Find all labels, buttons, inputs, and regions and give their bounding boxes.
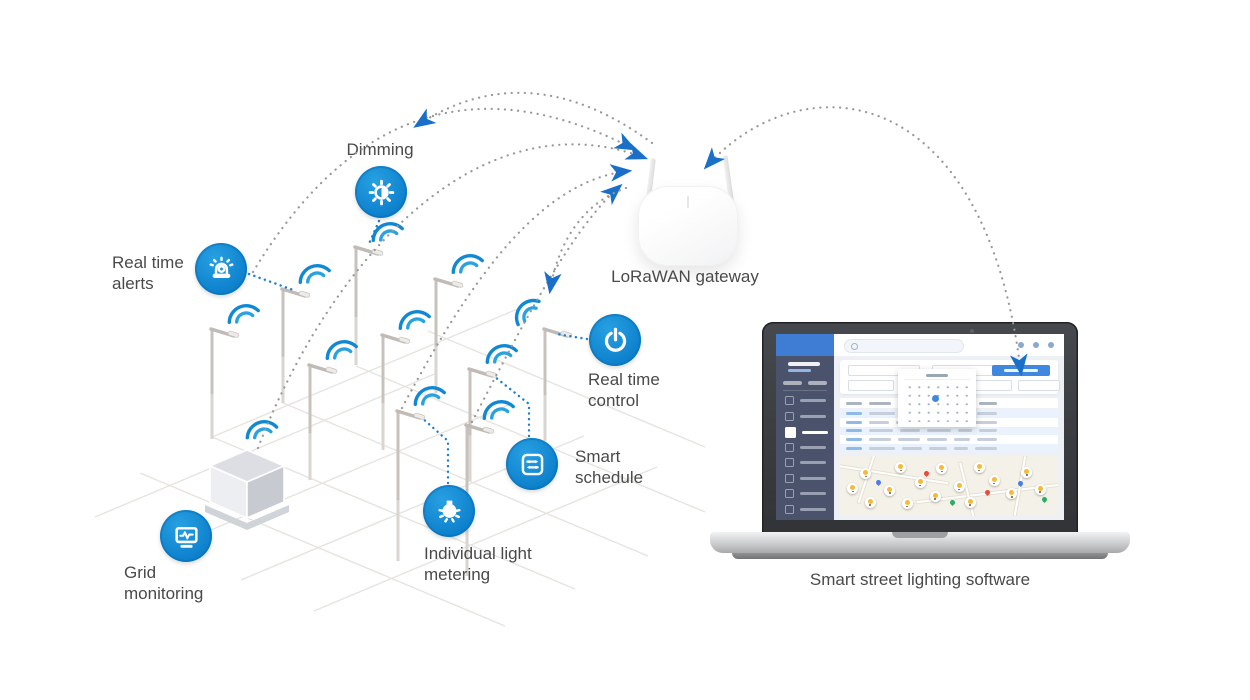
user-name-placeholder: [788, 362, 820, 366]
dashboard-sidebar: [776, 334, 834, 520]
streetlight-map-marker: [1006, 488, 1018, 500]
dimming-feature: [355, 166, 407, 218]
webcam-dot: [970, 329, 974, 333]
sidebar-menu-item: [785, 504, 826, 514]
filter-select-1: [848, 380, 894, 391]
user-role-placeholder: [788, 369, 811, 372]
search-icon: [851, 343, 858, 350]
streetlight-map-marker: [1034, 483, 1046, 495]
siren-icon: [209, 256, 233, 278]
laptop-screen: [776, 334, 1064, 520]
sidebar-menu-item: [785, 473, 826, 483]
real-time-control-feature: [589, 314, 641, 366]
wifi-signal-icon: [367, 217, 405, 245]
sidebar-menu-item: [785, 489, 826, 498]
individual-light-metering-label: Individual light metering: [424, 544, 532, 584]
map-pin: [1040, 496, 1048, 504]
map-pin: [875, 478, 883, 487]
light-bulb-icon: [437, 500, 461, 523]
streetlight-map-marker: [1021, 466, 1033, 478]
grid-monitoring-label: Grid monitoring: [124, 563, 204, 603]
laptop-caption: Smart street lighting software: [809, 570, 1031, 589]
sidebar-menu-item: [785, 411, 826, 421]
map-panel: [840, 456, 1058, 516]
wifi-signal-icon: [447, 249, 485, 277]
dimming-label: Dimming: [346, 140, 414, 159]
sidebar-menu-item: [785, 458, 826, 467]
lorawan-gateway-device: [638, 186, 738, 266]
streetlight-map-marker: [884, 484, 896, 496]
table-row: [840, 426, 1058, 436]
street-light: [280, 259, 332, 403]
real-time-alerts-feature: [195, 243, 247, 295]
wifi-signal-icon: [394, 305, 432, 333]
real-time-control-label: Real time control: [588, 370, 660, 410]
streetlight-map-marker: [964, 496, 976, 508]
calendar-selected-day: [932, 395, 939, 402]
monitor-pulse-icon: [174, 526, 198, 548]
streetlight-map-marker: [929, 490, 941, 502]
wifi-signal-icon: [409, 381, 447, 409]
sidebar-header: [776, 334, 834, 356]
gateway-label: LoRaWAN gateway: [611, 267, 759, 286]
street-light: [307, 335, 359, 480]
sidebar-menu-item: [785, 442, 826, 452]
streetlight-map-marker: [901, 498, 913, 509]
brightness-icon: [368, 179, 394, 205]
topbar-icons: [1018, 342, 1054, 348]
streetlight-map-marker: [895, 462, 907, 473]
individual-light-metering-feature: [423, 485, 475, 537]
table-row: [840, 435, 1058, 444]
cabinet-wifi-signal: [242, 415, 280, 442]
laptop-base: [710, 532, 1130, 553]
wifi-signal-icon: [321, 335, 359, 363]
laptop-shadow: [732, 553, 1108, 559]
calendar-popup: [898, 369, 976, 427]
streetlight-map-marker: [914, 477, 926, 488]
dashboard-main: [834, 356, 1064, 520]
street-light: [353, 217, 405, 365]
smart-schedule-label: Smart schedule: [575, 447, 644, 487]
table-row: [840, 444, 1058, 452]
sidebar-menu-item: [785, 427, 828, 438]
wifi-signal-icon: [223, 299, 261, 327]
sidebar-stats: [783, 378, 827, 391]
street-lights-layer: [209, 217, 573, 576]
streetlight-map-marker: [860, 468, 872, 479]
map-pin: [923, 469, 931, 478]
streetlight-map-marker: [936, 463, 948, 475]
power-icon: [604, 327, 626, 352]
streetlight-map-marker: [953, 481, 965, 493]
wifi-signal-icon: [478, 395, 516, 423]
grid-monitoring-feature: [160, 510, 212, 562]
power-cabinet: [205, 449, 289, 530]
streetlight-map-marker: [847, 483, 859, 494]
sidebar-menu-item: [785, 396, 826, 405]
search-input: [844, 339, 964, 353]
smart-schedule-feature: [506, 438, 558, 490]
street-light: [209, 299, 261, 439]
wifi-signal-icon: [294, 259, 332, 287]
filter-select-4: [1018, 380, 1060, 391]
map-pin: [984, 489, 992, 497]
dashboard-topbar: [834, 334, 1064, 357]
map-pin: [949, 498, 957, 506]
streetlight-map-marker: [864, 496, 876, 508]
laptop: Smart street lighting software: [710, 320, 1130, 595]
streetlight-map-marker: [988, 475, 1000, 487]
real-time-alerts-label: Real time alerts: [112, 253, 184, 293]
street-light: [508, 292, 573, 441]
sliders-icon: [521, 453, 543, 475]
streetlight-map-marker: [973, 462, 985, 473]
export-button: [992, 365, 1050, 376]
